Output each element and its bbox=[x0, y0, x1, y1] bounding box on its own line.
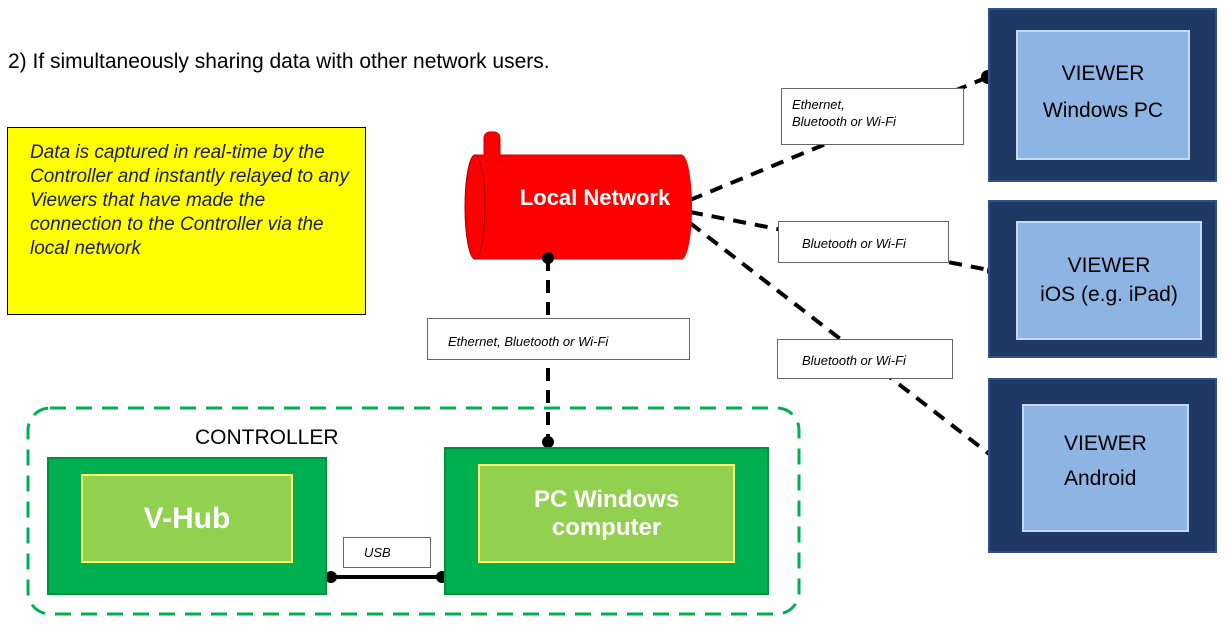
label-ios-link: Bluetooth or Wi-Fi bbox=[778, 221, 949, 263]
local-network-cylinder bbox=[464, 131, 692, 260]
pc-windows-label: PC Windows computer bbox=[478, 464, 735, 563]
vhub-label: V-Hub bbox=[81, 474, 293, 563]
viewer-ios-title: VIEWER bbox=[1067, 254, 1151, 277]
pc-windows-line1: PC Windows bbox=[533, 485, 680, 513]
viewer-android-platform: Android bbox=[1064, 467, 1137, 490]
viewer-android-title: VIEWER bbox=[1064, 432, 1147, 455]
vhub-device: V-Hub bbox=[47, 457, 327, 595]
label-windows-link: Ethernet, Bluetooth or Wi-Fi bbox=[781, 88, 964, 145]
viewer-android: VIEWER Android bbox=[988, 378, 1217, 553]
viewer-android-screen: VIEWER Android bbox=[1022, 404, 1189, 532]
dot-usb-left bbox=[325, 571, 337, 583]
viewer-windows-title: VIEWER bbox=[1061, 62, 1145, 85]
label-windows-link-line1: Ethernet, bbox=[792, 97, 845, 112]
pc-windows-line2: computer bbox=[551, 513, 662, 541]
pc-windows-device: PC Windows computer bbox=[444, 447, 769, 595]
label-windows-link-line2: Bluetooth or Wi-Fi bbox=[792, 114, 896, 129]
viewer-ios-screen: VIEWER iOS (e.g. iPad) bbox=[1016, 221, 1202, 340]
viewer-windows-platform: Windows PC bbox=[1042, 99, 1164, 122]
controller-boundary bbox=[26, 406, 801, 616]
dot-pc-top bbox=[542, 436, 554, 448]
viewer-windows-screen: VIEWER Windows PC bbox=[1016, 30, 1190, 160]
label-usb-link: USB bbox=[343, 537, 431, 568]
network-label: Local Network bbox=[519, 185, 671, 210]
heading: 2) If simultaneously sharing data with o… bbox=[8, 50, 550, 73]
dot-network-bottom bbox=[542, 252, 554, 264]
viewer-windows: VIEWER Windows PC bbox=[988, 8, 1217, 182]
label-pc-network-link: Ethernet, Bluetooth or Wi-Fi bbox=[427, 318, 690, 360]
viewer-ios: VIEWER iOS (e.g. iPad) bbox=[988, 200, 1217, 358]
info-note: Data is captured in real-time by the Con… bbox=[7, 127, 366, 315]
viewer-ios-platform: iOS (e.g. iPad) bbox=[1040, 283, 1178, 306]
label-android-link: Bluetooth or Wi-Fi bbox=[777, 339, 953, 379]
controller-label: CONTROLLER bbox=[195, 426, 339, 449]
